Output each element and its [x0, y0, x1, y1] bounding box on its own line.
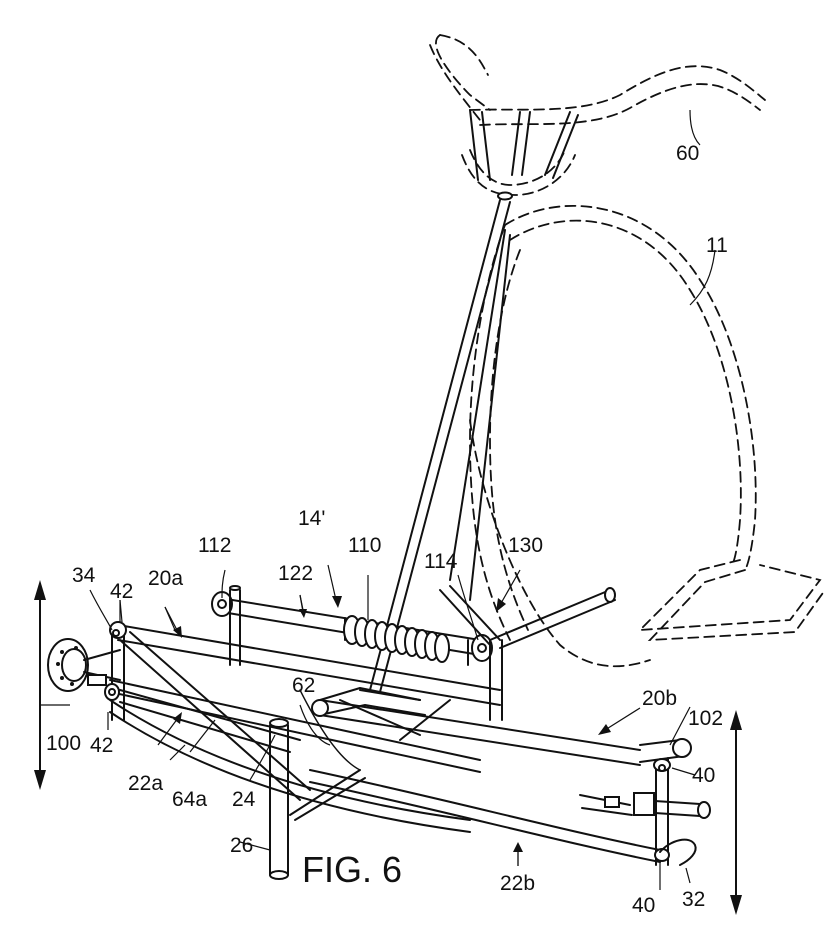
label-40-top: 40: [692, 764, 715, 787]
label-20b: 20b: [642, 687, 677, 710]
label-24: 24: [232, 788, 256, 811]
main-frame: [109, 585, 661, 880]
left-hub: [47, 621, 127, 721]
steering-column: [369, 191, 514, 693]
label-42-bottom: 42: [90, 734, 113, 757]
coil-spring: [343, 615, 450, 663]
label-62: 62: [292, 674, 315, 697]
seat-frame-dashed: [469, 205, 826, 668]
arrow-102: [730, 710, 742, 915]
label-32: 32: [682, 888, 705, 911]
label-34: 34: [72, 564, 96, 587]
label-20a: 20a: [148, 567, 183, 590]
leader-lines: [40, 109, 716, 890]
handlebar-dashed: [429, 34, 766, 196]
label-40-bottom: 40: [632, 894, 655, 917]
label-14-prime: 14': [298, 507, 325, 530]
label-22a: 22a: [128, 772, 163, 795]
label-110: 110: [348, 534, 381, 557]
label-60: 60: [676, 142, 699, 165]
reference-labels: 60 11 14' 112 110 114 130 122 34 42 20a …: [46, 142, 728, 917]
label-11: 11: [706, 234, 728, 257]
pointer-arrows: [119, 564, 641, 866]
label-100: 100: [46, 732, 81, 755]
label-22b: 22b: [500, 872, 535, 895]
label-112: 112: [198, 534, 231, 557]
label-122: 122: [278, 562, 313, 585]
right-hub: [579, 738, 711, 866]
label-102: 102: [688, 707, 723, 730]
label-42-top: 42: [110, 580, 133, 603]
arrow-100: [34, 580, 46, 790]
label-114: 114: [424, 550, 458, 573]
label-26: 26: [230, 834, 253, 857]
spring-assembly: [211, 591, 493, 666]
label-130: 130: [508, 534, 543, 557]
figure-caption: FIG. 6: [302, 849, 402, 890]
label-64a: 64a: [172, 788, 207, 811]
